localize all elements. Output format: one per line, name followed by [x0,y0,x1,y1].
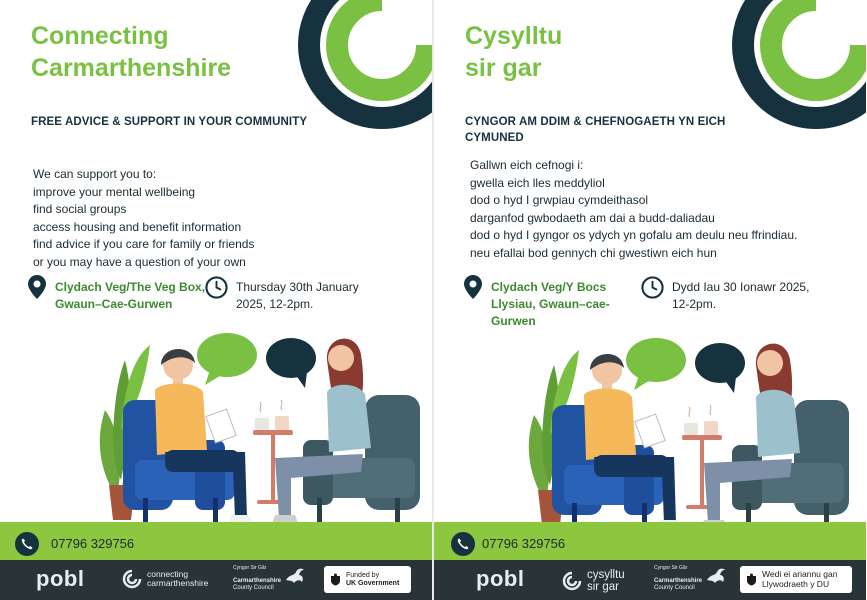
cc-logo-line: cysylltu [587,569,625,581]
datetime-line: Dydd Iau 30 Ionawr 2025, [672,280,810,294]
illustration-two-people-talking [528,338,849,531]
datetime-line: 2025, 12-2pm. [236,297,314,311]
support-list: We can support you to: improve your ment… [33,166,413,271]
datetime-line: 12-2pm. [672,297,717,311]
cysylltu-sir-gar-logo: cysylltu sir gar [562,569,625,593]
funded-line: Funded by [346,571,380,579]
funded-text: Wedi ei ariannu gan Llywodraeth y DU [762,569,838,589]
cc-logo-line: sir gar [587,581,619,593]
poster-subtitle: FREE ADVICE & SUPPORT IN YOUR COMMUNITY [31,114,331,130]
subtitle-line: CYMUNED [465,132,524,144]
support-list-item: find advice if you care for family or fr… [33,237,255,251]
support-list: Gallwn eich cefnogi i: gwella eich lles … [470,157,850,262]
title-line: Carmarthenshire [31,54,232,82]
brand-rings-icon [562,571,582,591]
council-line: County Council [654,585,695,591]
support-list-item: find social groups [33,202,127,216]
uk-government-badge: Funded by UK Government [324,566,411,593]
council-line: Carmarthenshire [654,578,703,584]
royal-crest-icon [747,573,756,586]
subtitle-line: CYNGOR AM DDIM & CHEFNOGAETH YN EICH [465,116,726,128]
cc-logo-line: connecting [147,569,189,579]
poster-divider [432,0,434,600]
illustration-two-people-talking [99,333,420,526]
connecting-carmarthenshire-logo: connecting carmarthenshire [122,569,208,589]
datetime-line: Thursday 30th January [236,280,359,294]
cc-logo-line: carmarthenshire [147,578,209,588]
event-datetime: Dydd Iau 30 Ionawr 2025, 12-2pm. [672,279,852,313]
dragon-icon [286,568,304,583]
funded-line: UK Government [346,579,400,587]
brand-rings-icon [732,0,866,129]
funded-line: Wedi ei ariannu gan [762,569,838,579]
royal-crest-icon [331,573,340,586]
pobl-logo: pobl [36,566,85,591]
funded-line: Llywodraeth y DU [762,578,830,589]
cc-logo-text: connecting carmarthenshire [147,570,208,588]
support-list-item: gwella eich lles meddyliol [470,175,605,190]
council-logo: Cyngor Sir Gâr Carmarthenshire County Co… [233,565,308,592]
brand-rings-icon [298,0,432,129]
pobl-logo: pobl [476,566,525,591]
support-list-item: dod o hyd I gyngor os ydych yn gofalu am… [470,228,798,242]
poster-english: Connecting Carmarthenshire FREE ADVICE &… [0,0,432,600]
phone-icon [451,532,475,556]
title-line: Cysylltu [465,22,563,50]
clock-icon [205,276,228,299]
title-line: Connecting [31,22,169,50]
title-line: sir gar [465,54,542,82]
location-line: Gurwen [491,314,536,328]
map-pin-icon [28,275,46,299]
support-list-item: darganfod gwbodaeth am dai a budd-daliad… [470,210,715,225]
council-line: County Council [233,585,274,591]
support-list-item: access housing and benefit information [33,219,242,234]
event-location: Clydach Veg/The Veg Box, Gwaun–Cae-Gurwe… [55,279,215,313]
support-list-item: We can support you to: [33,167,157,181]
support-list-item: dod o hyd I grwpiau cymdeithasol [470,193,649,207]
location-line: Clydach Veg/Y Bocs [491,280,607,294]
council-line: Carmarthenshire [233,578,282,584]
subtitle-line: FREE ADVICE & SUPPORT IN YOUR COMMUNITY [31,116,308,128]
contact-band [0,522,432,560]
phone-number[interactable]: 07796 329756 [51,536,135,551]
contact-band [434,522,866,560]
phone-icon [15,532,39,556]
brand-rings-icon [122,569,142,589]
event-location: Clydach Veg/Y Bocs Llysiau, Gwaun–cae- G… [491,279,631,330]
cc-logo-text: cysylltu sir gar [587,569,625,593]
support-list-item: neu efallai bod gennych chi gwestiwn eic… [470,245,717,260]
funded-text: Funded by UK Government [346,572,399,588]
event-datetime: Thursday 30th January 2025, 12-2pm. [236,279,416,313]
map-pin-icon [464,275,482,299]
support-list-item: Gallwn eich cefnogi i: [470,158,584,172]
dragon-icon [707,568,725,583]
phone-number[interactable]: 07796 329756 [482,536,566,551]
council-line: Cyngor Sir Gâr [654,565,688,571]
location-line: Llysiau, Gwaun–cae- [491,297,610,311]
council-logo: Cyngor Sir Gâr Carmarthenshire County Co… [654,565,729,592]
council-line: Cyngor Sir Gâr [233,565,267,571]
clock-icon [641,276,664,299]
support-list-item: improve your mental wellbeing [33,184,196,199]
poster-subtitle: CYNGOR AM DDIM & CHEFNOGAETH YN EICH CYM… [465,114,765,146]
poster-welsh: Cysylltu sir gar CYNGOR AM DDIM & CHEFNO… [434,0,866,600]
support-list-item: or you may have a question of your own [33,254,246,269]
poster-title: Cysylltu sir gar [465,20,725,84]
poster-title: Connecting Carmarthenshire [31,20,291,84]
location-line: Clydach Veg/The Veg Box, [55,280,206,294]
uk-government-badge: Wedi ei ariannu gan Llywodraeth y DU [740,566,852,593]
location-line: Gwaun–Cae-Gurwen [55,297,173,311]
